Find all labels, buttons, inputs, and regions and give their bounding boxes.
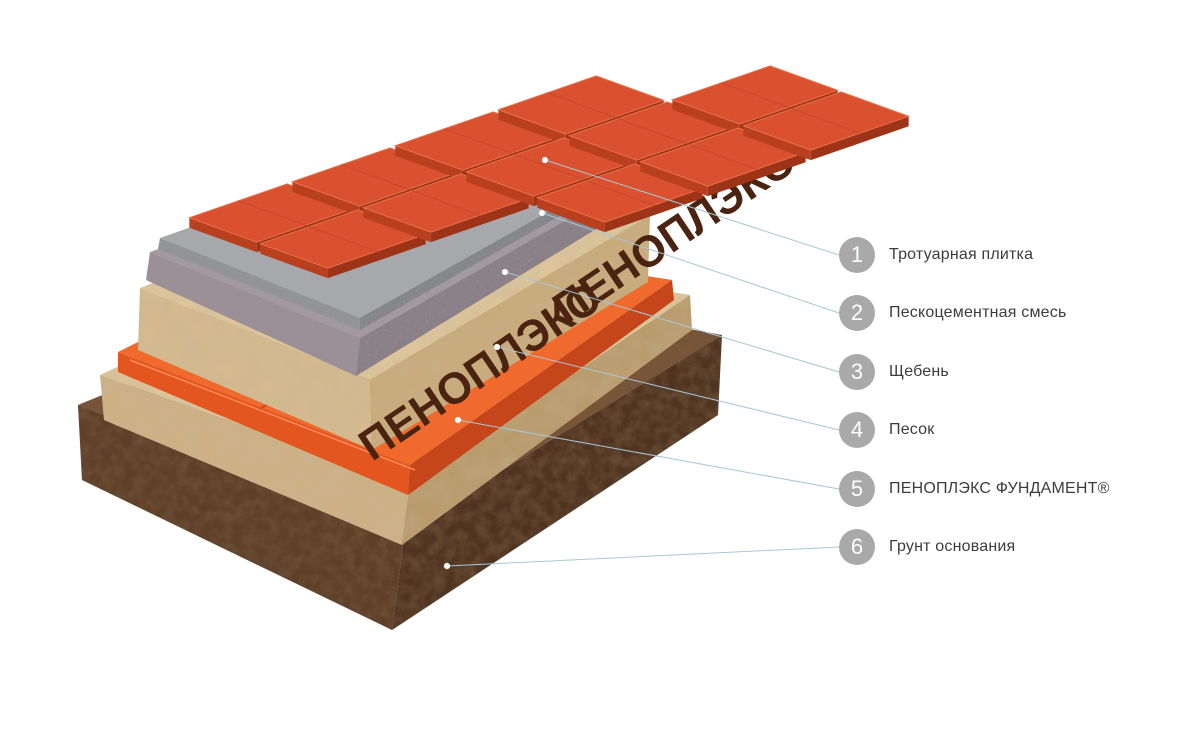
legend-badge-3: 3 (839, 354, 875, 390)
legend-label-3: Щебень (889, 363, 949, 380)
leader-dot-6 (443, 562, 451, 570)
foam-joint (129, 359, 416, 471)
leader-dot-2 (538, 209, 546, 217)
tile-groove (444, 128, 512, 154)
tile-groove (689, 144, 757, 170)
leader-line-1 (544, 159, 840, 256)
legend-badge-6: 6 (839, 529, 875, 565)
tile-side (260, 243, 328, 279)
legend-badge-2: 2 (839, 295, 875, 331)
tile-side (498, 109, 566, 145)
leader-dot-3 (501, 268, 509, 276)
tile-groove (238, 200, 306, 226)
legend-label-6: Грунт основания (889, 538, 1016, 555)
leader-dot-5 (454, 416, 462, 424)
legend-item-5: 5 ПЕНОПЛЭКС ФУНДАМЕНТ® (839, 471, 1110, 507)
legend-item-2: 2 Пескоцементная смесь (839, 295, 1067, 331)
tile-groove (309, 226, 377, 252)
leader-dots (443, 156, 549, 570)
tile-groove (412, 190, 480, 216)
tile-side (672, 99, 740, 135)
tile-side (395, 145, 463, 181)
tile-groove (721, 82, 789, 108)
tile-groove (515, 154, 583, 180)
leader-line-3 (504, 271, 840, 373)
leader-line-5 (457, 419, 840, 490)
legend-item-4: 4 Песок (839, 412, 934, 448)
leader-lines (446, 159, 840, 567)
tile-side (743, 125, 811, 161)
tile-side (363, 207, 431, 243)
leader-dot-4 (493, 343, 501, 351)
tile-side (327, 234, 426, 279)
foam-right-face (408, 280, 674, 495)
legend-badge-5: 5 (839, 471, 875, 507)
tile-side (569, 135, 637, 171)
tile-side (189, 217, 257, 253)
legend-item-6: 6 Грунт основания (839, 529, 1015, 565)
leader-line-2 (541, 212, 840, 314)
tile-side (292, 181, 360, 217)
leader-line-6 (446, 546, 840, 567)
tiles-layer (187, 65, 911, 279)
tile-side (604, 188, 703, 233)
legend-label-4: Песок (889, 421, 935, 438)
legend-label-2: Пескоцементная смесь (889, 304, 1067, 321)
tile-side (466, 171, 534, 207)
tile-side (707, 152, 806, 197)
foam-left-face (118, 352, 410, 495)
leader-line-4 (496, 346, 840, 431)
leader-dot-1 (541, 156, 549, 164)
tile-groove (618, 118, 686, 144)
tile-side (640, 161, 708, 197)
legend-item-3: 3 Щебень (839, 354, 949, 390)
tile-groove (547, 92, 615, 118)
tile-groove (586, 180, 654, 206)
legend-badge-4: 4 (839, 412, 875, 448)
legend-label-5: ПЕНОПЛЭКС ФУНДАМЕНТ® (889, 480, 1110, 497)
legend-item-1: 1 Тротуарная плитка (839, 237, 1033, 273)
tile-side (537, 197, 605, 233)
legend-badge-1: 1 (839, 237, 875, 273)
tile-groove (792, 108, 860, 134)
tile-side (430, 198, 529, 243)
legend-label-1: Тротуарная плитка (889, 246, 1034, 263)
tile-side (810, 116, 909, 161)
tile-groove (341, 164, 409, 190)
